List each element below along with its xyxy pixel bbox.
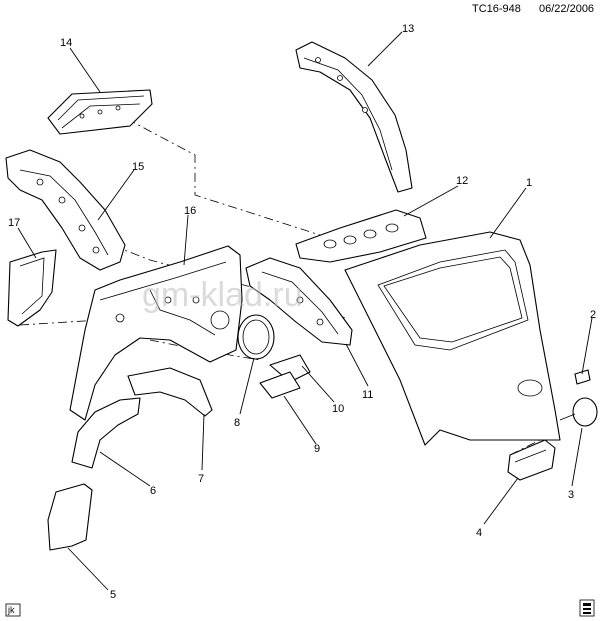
diagram-date: 06/22/2006 [539,3,594,15]
part-5-splash-guard [47,483,93,551]
part-7-wheelhouse-liner [127,367,213,417]
corner-logo-icon [579,599,595,617]
watermark: gm-klad.ru [142,276,303,314]
callout-6: 6 [150,485,156,497]
part-1-outer-quarter-panel [344,231,561,446]
part-17-bracket [7,249,57,327]
part-9-bracket [259,371,301,399]
diagram-code: TC16-948 [472,3,521,15]
part-11-pocket-panel [245,257,353,346]
part-4-lower-bracket [507,439,556,481]
initials: jk [7,605,15,615]
initials-box [5,603,21,617]
part-16-inner-quarter-panel [69,245,243,421]
callout-11: 11 [362,389,373,401]
part-2-fastener [574,369,591,385]
callout-2: 2 [590,309,596,321]
part-13-pillar-reinforcement [295,41,413,193]
part-15-inner-pillar [5,149,126,271]
callout-16: 16 [184,205,196,217]
part-6-arch-panel [71,397,141,469]
callout-12: 12 [456,175,468,187]
callout-7: 7 [198,473,204,485]
part-8-ring [237,314,275,360]
part-3-fuel-door [559,397,598,427]
callout-1: 1 [526,177,532,189]
part-12-upper-panel [295,209,427,263]
part-14-roof-panel [47,89,153,135]
callout-3: 3 [568,489,574,501]
callout-8: 8 [234,417,240,429]
callouts: 14 13 15 16 17 12 1 2 3 4 5 6 7 8 9 10 1 [8,23,596,601]
callout-9: 9 [314,443,320,455]
callout-10: 10 [332,403,344,415]
callout-17: 17 [8,217,20,229]
callout-4: 4 [476,527,482,539]
callout-15: 15 [132,161,144,173]
callout-14: 14 [60,37,72,49]
callout-5: 5 [110,589,116,601]
callout-13: 13 [402,23,414,35]
